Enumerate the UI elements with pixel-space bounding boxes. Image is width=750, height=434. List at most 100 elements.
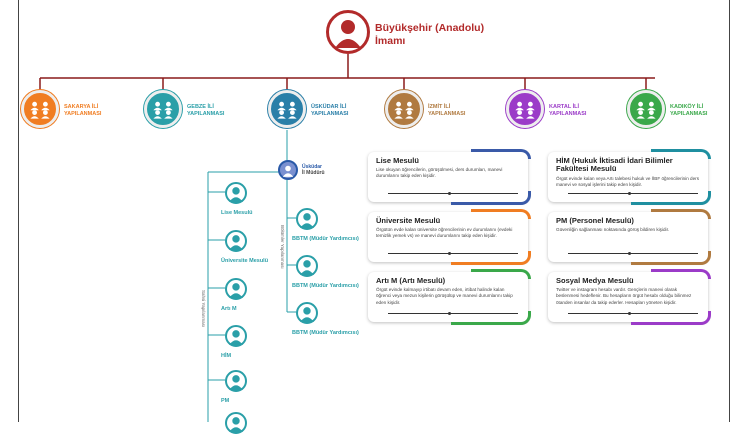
card-description: Lise okuyan öğrencilerin, görüşülmesi, d… [376,167,503,179]
left-item-avatar-1 [225,230,247,252]
right-item-avatar-2 [296,302,318,324]
card-accent-bottom [451,251,531,265]
top-title-line2: İmamı [375,35,406,48]
card-dot [628,192,631,195]
group-icon [153,101,173,119]
branch-label-line1: İZMİT İLİ [428,104,451,110]
left-item-avatar-2 [225,278,247,300]
right-column-vertical-label: Bölümler Yapılanması [280,225,285,269]
group-icon [636,101,656,119]
card-dot [448,192,451,195]
left-item-label-2: Artı M [221,306,237,312]
card-accent-top [651,149,711,159]
group-icon [394,101,414,119]
card-accent-top [471,269,531,279]
left-item-label-3: HİM [221,353,232,359]
card-accent-top [651,209,711,219]
branch-label-line2: YAPILANMASI [64,110,102,117]
card-title: Artı M (Artı Mesulü) [376,276,446,285]
group-icon [30,101,50,119]
person-icon [282,165,294,177]
card-accent-bottom [631,311,711,325]
uskudar-director-line1: Üsküdar [302,164,323,170]
info-card-4: Artı M (Artı Mesulü) Örgüt evinde kalmayı… [368,269,531,325]
right-item-avatar-1 [296,255,318,277]
left-item-avatar-partial [225,412,247,434]
info-card-1: HİM (Hukuk İktisadi İdari Bilimler Fakül… [548,149,711,205]
branch-avatar-5 [627,90,665,128]
left-item-label-1: Üniversite Mesulü [221,258,269,264]
person-icon [300,259,314,275]
branch-label-line1: KARTAL İLİ [549,104,580,110]
person-icon [335,20,361,48]
uskudar-director-line2: İl Müdürü [302,170,325,177]
card-description: Örgütün evde kalan üniversite öğrenciler… [376,227,513,239]
branch-avatar-4 [506,90,544,128]
top-title: Büyükşehir (Anadolu) İmamı [375,22,484,48]
group-icon [515,101,535,119]
card-title: PM (Personel Mesulü) [556,216,634,225]
card-title: Lise Mesulü [376,156,419,165]
connector-lines [39,54,655,422]
right-item-label-0: BBTM (Müdür Yardımcısı) [292,236,359,242]
card-accent-top [651,269,711,279]
left-item-avatar-3 [225,325,247,347]
card-dot [628,252,631,255]
branch-label-line2: YAPILANMASI [670,110,708,117]
card-description: Güvenliğin sağlanması noktasında görüş b… [556,227,670,233]
card-description: Örgüt evinde kalan veya Artı talebesi hu… [556,175,699,187]
card-accent-bottom [451,191,531,205]
left-item-label-4: PM [221,398,230,404]
uskudar-director-label: Üsküdar İl Müdürü [302,164,325,177]
person-icon [300,306,314,322]
left-item-avatar-0 [225,182,247,204]
top-title-line1: Büyükşehir (Anadolu) [375,22,485,34]
left-item-label-0: Lise Mesulü [221,210,253,216]
branch-label-line1: SAKARYA İLİ [64,104,99,110]
person-icon [229,282,243,298]
card-dot [448,312,451,315]
card-divider [568,313,698,314]
branch-label-line2: YAPILANMASI [428,110,466,117]
uskudar-director-avatar [278,160,298,180]
branch-avatar-3 [385,90,423,128]
branch-avatar-1 [144,90,182,128]
left-column-vertical-label: Sahsi Yapılanması [201,290,206,328]
person-icon [229,234,243,250]
card-description: Twitter ve instagram hesabı vardır. Genç… [556,287,692,305]
branch-label-line2: YAPILANMASI [549,110,587,117]
card-description: Örgüt evinde kalmayıp irtibatı devam ede… [376,287,513,305]
person-icon [229,329,243,345]
card-divider [388,313,518,314]
person-icon [229,416,243,432]
card-title: Sosyal Medya Mesulü [556,276,634,285]
branch-label-line1: ÜSKÜDAR İLİ [311,104,347,110]
card-accent-top [471,209,531,219]
branch-label-line1: KADIKÖY İLİ [670,104,704,110]
card-accent-bottom [631,251,711,265]
card-accent-top [471,149,531,159]
card-title: HİM (Hukuk İktisadi İdari Bilimler Fakül… [556,156,673,174]
branch-avatar-0 [21,90,59,128]
person-icon [229,374,243,390]
top-avatar [326,10,370,54]
branch-label-line2: YAPILANMASI [311,110,349,117]
card-divider [388,253,518,254]
group-icon [277,101,297,119]
card-dot [628,312,631,315]
branch-label-line1: GEBZE İLİ [187,104,214,110]
info-card-3: PM (Personel Mesulü) Güvenliğin sağlanmas… [548,209,711,265]
card-dot [448,252,451,255]
right-item-avatar-0 [296,208,318,230]
card-divider [568,253,698,254]
person-icon [229,186,243,202]
